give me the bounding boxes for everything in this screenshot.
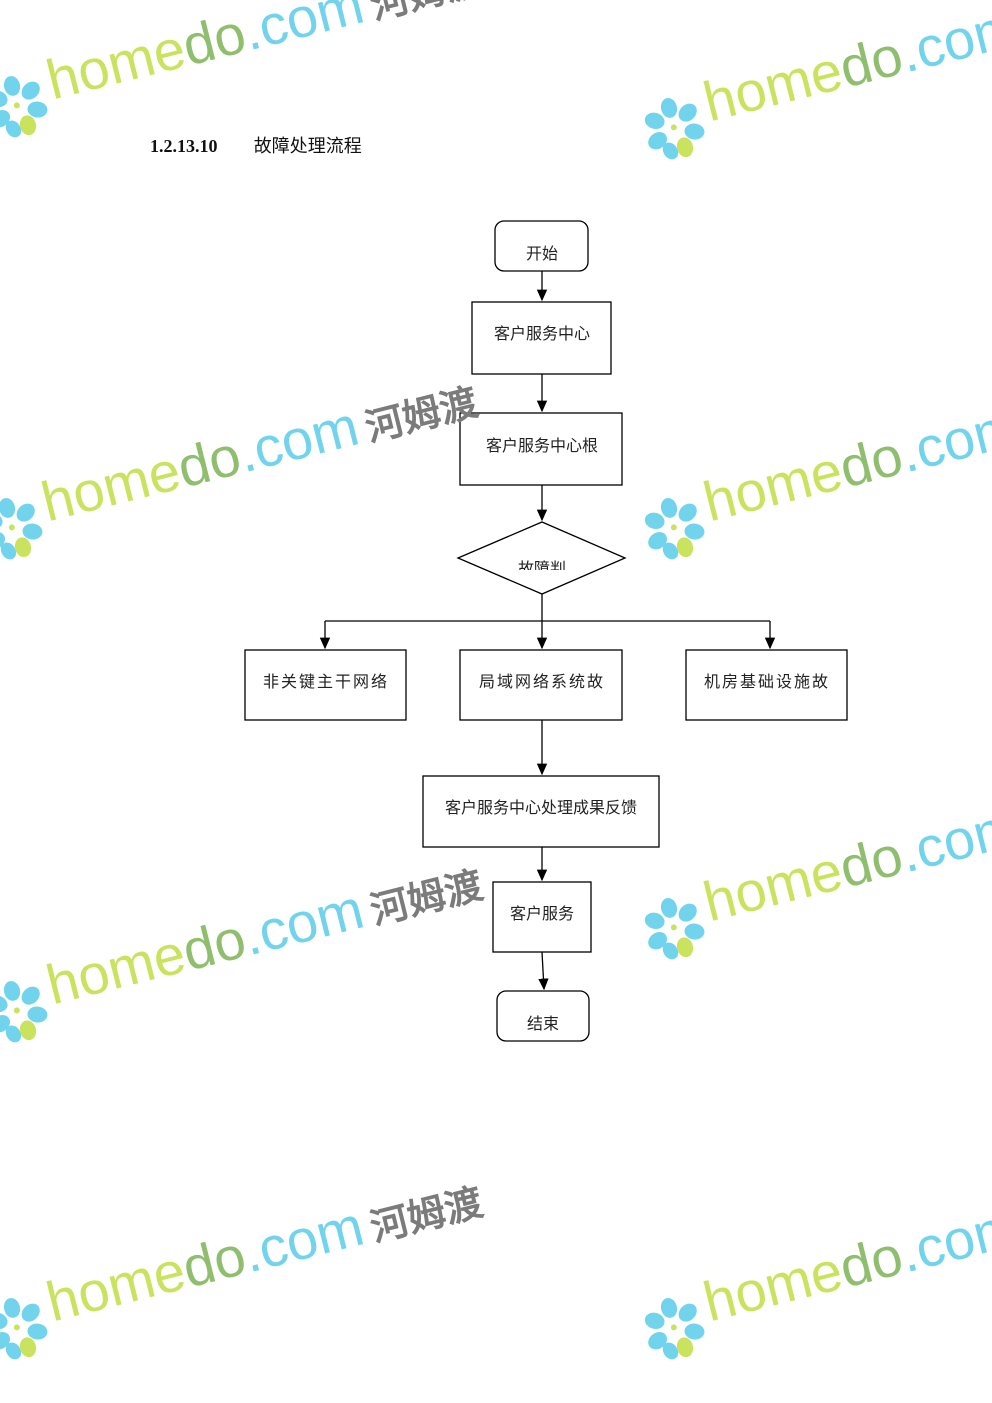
branch-right-label: 机房基础设施故: [704, 672, 830, 691]
end-label: 结束: [527, 1014, 559, 1033]
decision-diamond: [456, 521, 627, 595]
branch-left-box: [244, 649, 407, 721]
section-heading: 1.2.13.10 故障处理流程: [150, 132, 362, 158]
section-title: 故障处理流程: [253, 136, 362, 157]
decision-label: 故障判: [518, 559, 566, 578]
step2-label: 客户服务中心根: [486, 436, 598, 455]
step2-box: [459, 412, 623, 486]
start-label: 开始: [526, 244, 558, 263]
step1-label: 客户服务中心: [494, 324, 590, 343]
section-number: 1.2.13.10: [150, 136, 218, 156]
branch-left-label: 非关键主干网络: [263, 672, 389, 691]
branch-middle-label: 局域网络系统故: [479, 672, 605, 691]
branch-right-box: [685, 649, 848, 721]
feedback-box: [422, 775, 660, 848]
feedback-label: 客户服务中心处理成果反馈: [445, 798, 637, 817]
service-label: 客户服务: [510, 904, 574, 923]
end-node: [496, 990, 590, 1042]
branch-middle-box: [459, 649, 623, 721]
